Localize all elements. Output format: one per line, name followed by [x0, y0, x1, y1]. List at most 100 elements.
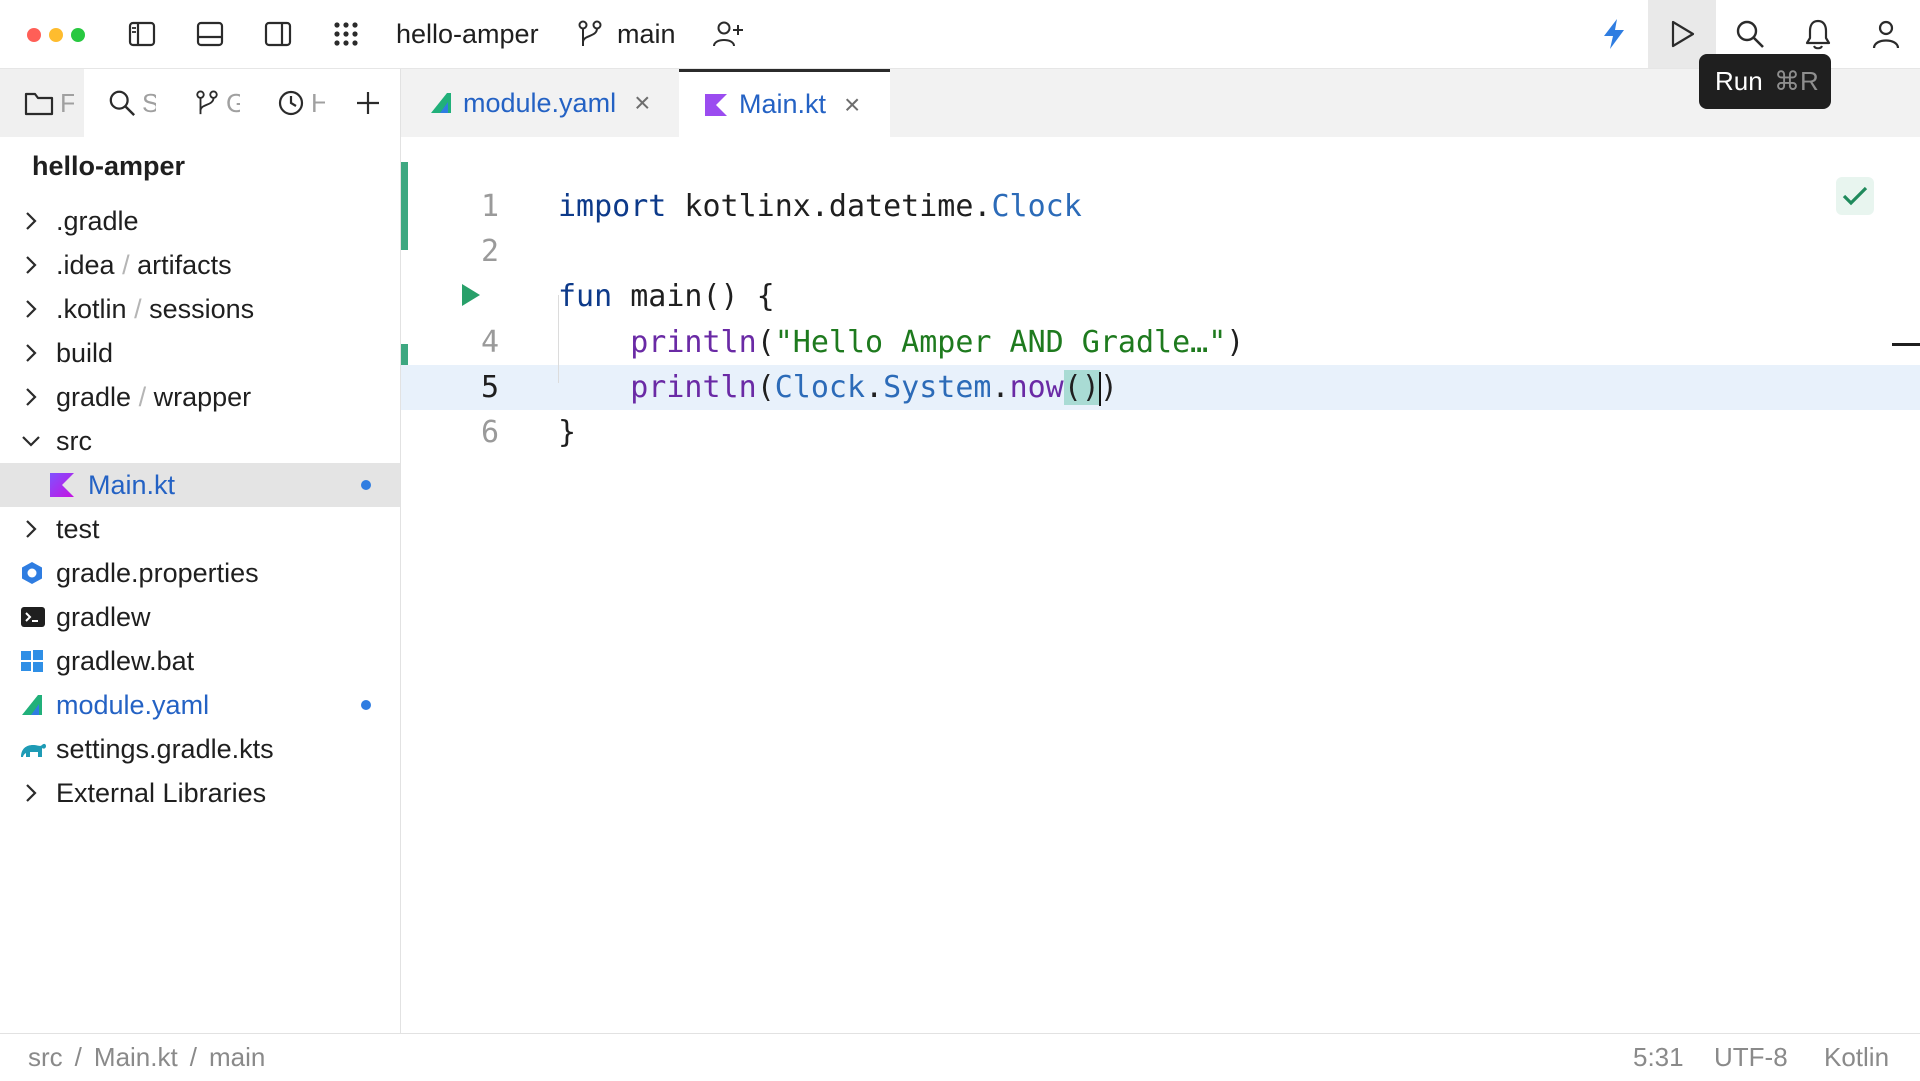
cursor-position[interactable]: 5:31 [1633, 1042, 1684, 1072]
amper-icon [20, 693, 44, 717]
tab-main-kt[interactable]: Main.kt × [679, 69, 890, 137]
tree-item-main-kt[interactable]: Main.kt [0, 463, 400, 507]
project-name[interactable]: hello-amper [396, 19, 539, 49]
tree-item-gradle-wrapper[interactable]: gradle / wrapper [0, 375, 400, 419]
file-language[interactable]: Kotlin [1824, 1042, 1890, 1072]
tree-item-src[interactable]: src [0, 419, 400, 463]
run-tooltip: Run ⌘R [1699, 54, 1831, 109]
side-tab-files[interactable]: F [24, 69, 74, 137]
grid-dots-icon[interactable] [326, 14, 366, 54]
tree-item-build[interactable]: build [0, 331, 400, 375]
terminal-icon [20, 605, 46, 629]
clock-icon [277, 89, 305, 117]
lightning-icon[interactable] [1594, 14, 1634, 54]
tree-item-settings-gradle[interactable]: settings.gradle.kts [0, 727, 400, 771]
bell-icon[interactable] [1798, 14, 1838, 54]
side-tab-active-bg [0, 69, 84, 137]
tree-item-label: gradlew [56, 602, 151, 632]
sidebar-left-icon[interactable] [122, 14, 162, 54]
tab-module-yaml[interactable]: module.yaml × [429, 69, 679, 137]
code-text: println("Hello Amper AND Gradle…") [630, 325, 1245, 360]
add-tab-button[interactable] [354, 69, 382, 137]
tooltip-shortcut: ⌘R [1774, 66, 1819, 96]
tree-item-module-yaml[interactable]: module.yaml [0, 683, 400, 727]
tree-item-external-libraries[interactable]: External Libraries [0, 771, 400, 815]
tree-item-label: module.yaml [56, 690, 210, 720]
tree-item-gradle-dir[interactable]: .gradle [0, 199, 400, 243]
file-encoding[interactable]: UTF-8 [1714, 1042, 1788, 1072]
side-tab-label: G [226, 87, 240, 118]
close-window-button[interactable] [27, 28, 41, 42]
tree-item-label: test [56, 514, 100, 544]
project-root-label[interactable]: hello-amper [32, 151, 186, 181]
git-branch-icon[interactable] [573, 14, 607, 54]
tree-item-label: .gradle [56, 206, 139, 236]
line-number: 4 [480, 325, 499, 360]
breadcrumb-item[interactable]: main [208, 1042, 266, 1072]
code-line: 6 } [401, 410, 1920, 455]
title-bar: hello-amper main [0, 0, 1920, 69]
sidebar-right-icon[interactable] [258, 14, 298, 54]
tree-item-label: gradle / wrapper [56, 382, 252, 412]
amper-icon [429, 91, 453, 115]
tree-item-idea[interactable]: .idea / artifacts [0, 243, 400, 287]
line-number: 5 [480, 370, 499, 405]
kotlin-file-icon [705, 93, 727, 116]
side-tab-git[interactable]: G [194, 69, 240, 137]
run-icon[interactable] [1662, 14, 1702, 54]
chevron-right-icon[interactable] [20, 210, 42, 232]
chevron-right-icon[interactable] [20, 518, 42, 540]
tree-item-label: build [56, 338, 114, 368]
side-tab-label: F [60, 87, 74, 118]
panel-bottom-icon[interactable] [190, 14, 230, 54]
minimize-window-button[interactable] [49, 28, 63, 42]
scrollbar-marker[interactable] [1892, 343, 1920, 346]
code-line: 1 import kotlinx.datetime.Clock [401, 184, 1920, 229]
close-icon[interactable]: × [844, 88, 861, 120]
side-tab-history[interactable]: H [277, 69, 325, 137]
code-editor[interactable]: 1 import kotlinx.datetime.Clock 2 fun ma… [401, 137, 1920, 1033]
chevron-right-icon[interactable] [20, 386, 42, 408]
tree-item-gradlew-bat[interactable]: gradlew.bat [0, 639, 400, 683]
chevron-down-icon[interactable] [20, 430, 42, 452]
tree-item-label: External Libraries [56, 778, 267, 808]
code-line-current: 5 println(Clock.System.now()) [401, 365, 1920, 410]
kotlin-file-icon [50, 473, 74, 497]
line-number: 6 [480, 415, 499, 450]
git-branch-icon [194, 89, 220, 117]
code-line: fun main() { [401, 274, 1920, 319]
tab-label: Main.kt [739, 89, 827, 119]
tree-item-test[interactable]: test [0, 507, 400, 551]
maximize-window-button[interactable] [71, 28, 85, 42]
tree-item-label: .kotlin / sessions [56, 294, 255, 324]
tree-item-gradlew[interactable]: gradlew [0, 595, 400, 639]
chevron-right-icon[interactable] [20, 342, 42, 364]
breadcrumb-item[interactable]: Main.kt [93, 1042, 178, 1072]
code-text: } [558, 415, 577, 450]
search-icon[interactable] [1730, 14, 1770, 54]
chevron-right-icon[interactable] [20, 298, 42, 320]
tree-item-label: Main.kt [88, 470, 176, 500]
tree-item-label: src [56, 426, 92, 456]
tree-item-kotlin[interactable]: .kotlin / sessions [0, 287, 400, 331]
branch-name[interactable]: main [617, 19, 676, 49]
gradle-elephant-icon [18, 737, 48, 761]
side-tab-search[interactable]: S [108, 69, 156, 137]
modified-indicator [361, 700, 371, 710]
checkmark-icon[interactable] [1836, 177, 1874, 215]
side-tab-label: S [142, 87, 156, 118]
breadcrumb-item[interactable]: src [28, 1042, 63, 1072]
tree-item-gradle-properties[interactable]: gradle.properties [0, 551, 400, 595]
editor-tab-bar: module.yaml × Main.kt × [401, 69, 1920, 137]
profile-icon[interactable] [1866, 14, 1906, 54]
chevron-right-icon[interactable] [20, 254, 42, 276]
settings-hex-icon [20, 561, 44, 585]
code-text: import kotlinx.datetime.Clock [558, 189, 1082, 224]
run-gutter-icon[interactable] [459, 281, 483, 309]
text-caret [1098, 371, 1101, 406]
add-user-icon[interactable] [708, 14, 748, 54]
chevron-right-icon[interactable] [20, 782, 42, 804]
line-number: 2 [480, 234, 499, 269]
close-icon[interactable]: × [634, 87, 651, 118]
status-bar: src/Main.kt/main 5:31 UTF-8 Kotlin [0, 1033, 1920, 1081]
